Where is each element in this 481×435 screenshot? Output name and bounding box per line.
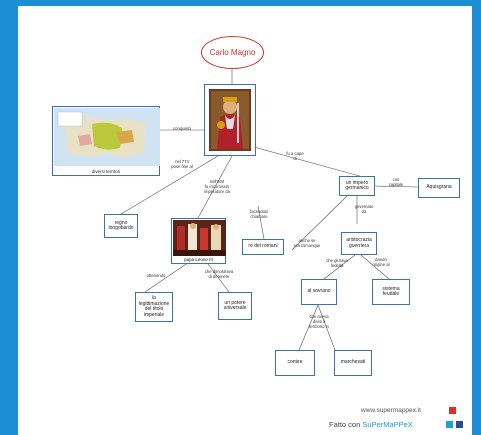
link-label-che-dimostrava: che dimostrava di detenere bbox=[204, 269, 234, 279]
node-impero-germanico[interactable]: un impero germanico bbox=[339, 176, 375, 196]
link-label-conquisto: conquistò bbox=[173, 126, 191, 131]
brand-name: SuPerMaPPeX bbox=[362, 420, 413, 429]
node-re-dei-romani[interactable]: re dei romani bbox=[242, 239, 284, 255]
connector-lines bbox=[120, 69, 419, 351]
link-label-che-giurava: che giurava fedeltà bbox=[326, 258, 348, 268]
link-label-nel774: nel 774 pose fine al bbox=[171, 159, 193, 169]
node-marchesati[interactable]: marchesati bbox=[334, 350, 372, 376]
brand-navy-square-icon bbox=[456, 421, 463, 428]
node-contee[interactable]: contee bbox=[275, 350, 315, 376]
link-label-facendosi: facendosi chiamare bbox=[250, 209, 268, 219]
brand-red-square-icon bbox=[449, 407, 456, 414]
link-label-governato: governato da bbox=[354, 204, 374, 214]
footer-url[interactable]: www.supermappex.it bbox=[361, 407, 421, 414]
node-sistema-feudale[interactable]: sistema feudale bbox=[372, 279, 410, 305]
node-diversi-territori: diversi territori bbox=[91, 169, 121, 174]
node-potere-universale[interactable]: un potere universale bbox=[218, 292, 252, 320]
node-papa-leone: papa Leone III bbox=[184, 257, 213, 262]
brand-teal-square-icon bbox=[446, 421, 453, 428]
map-image: diversi territori bbox=[52, 106, 160, 176]
link-label-anche-se: anche se era comunque bbox=[293, 238, 321, 248]
node-legittimazione[interactable]: la legittimazione del titolo imperiale bbox=[135, 292, 173, 322]
link-label-che-aveva: che aveva divisi il territorio in bbox=[309, 314, 329, 329]
coronation-image: papa Leone III bbox=[171, 218, 226, 264]
link-label-ottenendo: ottenendo bbox=[146, 273, 166, 278]
link-label-fu-a-capo: fu a capo di bbox=[286, 151, 304, 161]
portrait-image bbox=[204, 84, 256, 156]
concept-map-page: Carlo Magno diversi territori bbox=[18, 6, 472, 435]
node-regno-longobardo[interactable]: regno longobardo bbox=[104, 214, 138, 238]
main-topic-node[interactable]: Carlo Magno bbox=[201, 36, 264, 69]
link-label-dando-origine: dando origine al bbox=[372, 257, 390, 267]
node-aristocrazia[interactable]: aristocrazia guerriera bbox=[341, 232, 377, 255]
node-sovrano[interactable]: al sovrano bbox=[301, 279, 337, 305]
brand-prefix: Fatto con bbox=[329, 420, 363, 429]
node-aquisgrana[interactable]: Aquisgrana bbox=[418, 178, 460, 198]
link-label-nell800: nell'800 fu incoronato imperatore da bbox=[204, 179, 230, 194]
link-label-con-capitale: con capitale bbox=[388, 177, 404, 187]
footer-brand: Fatto con SuPerMaPPeX bbox=[329, 420, 413, 429]
